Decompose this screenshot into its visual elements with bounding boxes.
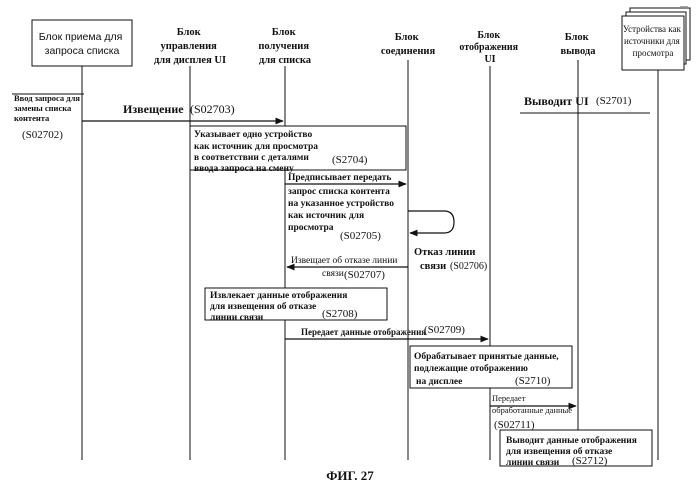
svg-text:(S2710): (S2710) bbox=[515, 375, 551, 387]
svg-text:(S02703): (S02703) bbox=[190, 102, 235, 116]
svg-text:(S2708): (S2708) bbox=[322, 308, 358, 320]
block-ui-control: Блок управления для дисплея UI bbox=[154, 27, 226, 66]
arrow-send-display: Передает данные отображения (S02709) bbox=[285, 324, 488, 339]
svg-text:связи: связи bbox=[322, 269, 344, 279]
block-display: Блок отображения UI bbox=[459, 30, 520, 65]
block-connection: Блок соединения bbox=[381, 32, 436, 57]
note-link-failure: Отказ линии связи (S02706) bbox=[414, 247, 487, 272]
svg-text:(S02705): (S02705) bbox=[340, 230, 381, 242]
svg-text:Блок управления дл: Блок управления для дисплея UI bbox=[154, 27, 226, 66]
svg-text:Предписывает передать за: Предписывает передать запрос списка конт… bbox=[288, 173, 396, 233]
svg-text:(S2712): (S2712) bbox=[572, 455, 608, 467]
figure-caption: ФИГ. 27 bbox=[0, 468, 700, 484]
box-output-failure: Выводит данные отображения для извещения… bbox=[500, 430, 652, 468]
svg-text:(S02702): (S02702) bbox=[22, 129, 63, 141]
svg-text:(S2704): (S2704) bbox=[332, 154, 368, 166]
svg-text:Передает обработанные да: Передает обработанные данные bbox=[492, 393, 572, 415]
arrow-notify: Извещение (S02703) bbox=[82, 102, 283, 121]
box-instruct: Предписывает передать запрос списка конт… bbox=[285, 173, 406, 242]
block-list-acquire: Блок получения для списка bbox=[258, 27, 311, 66]
box-designate: Указывает одно устройство как источник д… bbox=[190, 126, 406, 174]
svg-text:Выводит UI: Выводит UI bbox=[524, 94, 589, 108]
svg-text:Блок отображения U: Блок отображения UI bbox=[459, 30, 520, 65]
svg-text:(S02706): (S02706) bbox=[450, 261, 487, 272]
arrow-notify-failure: Извещает об отказе линии связи (S02707) bbox=[287, 255, 408, 281]
svg-text:Ввод запроса для замены: Ввод запроса для замены списка контента bbox=[14, 93, 82, 123]
block-devices: Устройства как источники для просмотра .… bbox=[622, 0, 690, 70]
svg-text:(S2701): (S2701) bbox=[596, 95, 632, 107]
svg-text:Извещает об отказе линии: Извещает об отказе линии bbox=[291, 255, 397, 266]
svg-text:Извещение: Извещение bbox=[123, 102, 184, 116]
note-outputs-ui: Выводит UI (S2701) bbox=[520, 94, 650, 113]
block-list-request: Блок приема для запроса списка bbox=[32, 20, 132, 66]
svg-text:(S02707): (S02707) bbox=[344, 269, 385, 281]
svg-text:Блок соединения: Блок соединения bbox=[381, 32, 436, 57]
svg-text:Блок вывода: Блок вывода bbox=[561, 32, 597, 57]
block-output: Блок вывода bbox=[561, 32, 597, 57]
svg-text:(S02711): (S02711) bbox=[494, 419, 535, 431]
box-extract: Извлекает данные отображения для извещен… bbox=[205, 288, 387, 323]
step-input-request: Ввод запроса для замены списка контента … bbox=[12, 93, 84, 141]
arrow-send-processed: Передает обработанные данные (S02711) bbox=[490, 393, 576, 431]
loop-connection bbox=[408, 211, 454, 233]
box-process: Обрабатывает принятые данные, подлежащие… bbox=[410, 346, 572, 388]
svg-text:Передает данные отображения: Передает данные отображения bbox=[301, 327, 426, 337]
svg-text:Блок получения для: Блок получения для списка bbox=[258, 27, 311, 66]
svg-text:(S02709): (S02709) bbox=[424, 324, 465, 336]
svg-text:....: .... bbox=[680, 0, 688, 9]
